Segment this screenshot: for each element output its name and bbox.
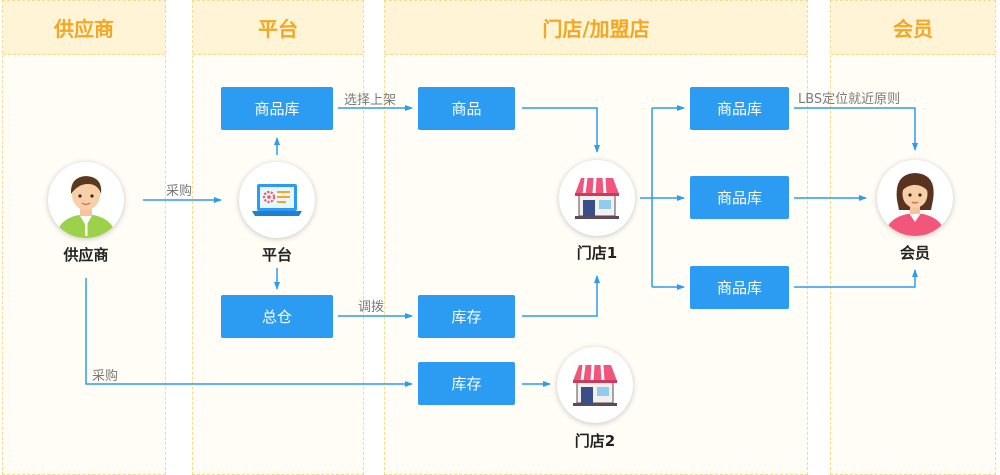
supplier-node[interactable] (48, 162, 124, 238)
store1-node[interactable] (559, 160, 635, 236)
arrow-stock-to-store1 (522, 275, 600, 317)
platform-node[interactable] (239, 162, 315, 238)
lane-supplier: 供应商 (2, 0, 166, 475)
arrow-catalog1-to-member (794, 107, 918, 151)
edge-label-transfer: 调拨 (358, 300, 385, 315)
lane-title-store: 门店/加盟店 (385, 1, 807, 55)
lane-title-member: 会员 (831, 1, 995, 55)
member-avatar-icon (885, 173, 945, 236)
supplier-label: 供应商 (63, 246, 109, 264)
catalog-box-3[interactable]: 商品库 (690, 266, 789, 309)
edge-label-purchase-2: 采购 (92, 369, 119, 384)
edge-label-lbs-rule: LBS定位就近原则 (798, 92, 901, 107)
store2-node[interactable] (557, 347, 633, 423)
lane-title-supplier: 供应商 (3, 1, 165, 55)
store-icon (575, 177, 619, 219)
arrow-supplier-to-stock2 (85, 278, 413, 387)
platform-laptop-icon (252, 184, 302, 216)
member-node[interactable] (877, 160, 953, 236)
store-stock-box-1[interactable]: 库存 (418, 295, 515, 338)
edge-label-purchase-1: 采购 (166, 184, 193, 199)
supplier-avatar-icon (56, 176, 116, 238)
lane-member: 会员 (830, 0, 996, 475)
platform-catalog-box[interactable]: 商品库 (221, 87, 333, 130)
lane-title-platform: 平台 (193, 1, 363, 55)
store-icon (573, 364, 617, 406)
store-stock-box-2[interactable]: 库存 (418, 362, 515, 405)
store1-label: 门店1 (576, 244, 618, 262)
arrow-catalog3-to-member (794, 269, 918, 288)
arrow-goods-to-store1 (522, 107, 600, 153)
store2-label: 门店2 (574, 432, 616, 450)
store-goods-box[interactable]: 商品 (418, 87, 515, 130)
member-label: 会员 (899, 244, 930, 262)
catalog-box-1[interactable]: 商品库 (690, 87, 789, 130)
warehouse-box[interactable]: 总仓 (221, 295, 333, 338)
catalog-box-2[interactable]: 商品库 (690, 176, 789, 219)
platform-label: 平台 (261, 246, 292, 264)
edge-label-select-listing: 选择上架 (344, 93, 397, 108)
